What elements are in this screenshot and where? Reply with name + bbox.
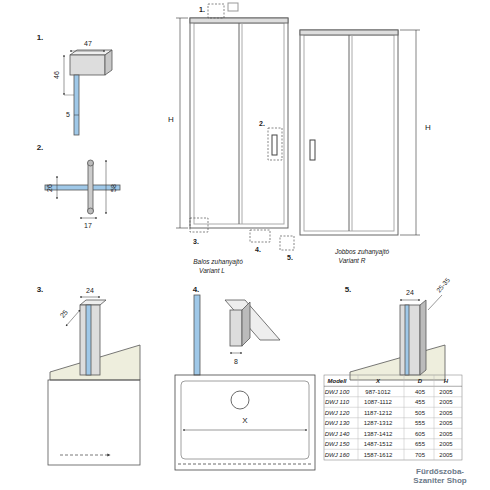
table-cell: 2005 <box>439 399 452 406</box>
table-header: H <box>444 378 448 385</box>
dimension-label: 24 <box>406 289 414 297</box>
callout-number: 3. <box>193 238 199 246</box>
dimension-label: 46 <box>53 71 61 79</box>
door-caption: Variant L <box>199 267 225 274</box>
dimension-label: 25 <box>59 309 70 320</box>
table-cell: DWJ 100 <box>325 388 350 395</box>
dimension-label: X <box>242 417 247 426</box>
table-cell: 2005 <box>439 441 452 448</box>
table-cell: 655 <box>415 441 425 448</box>
table-cell: 605 <box>415 430 425 437</box>
dimension-label: 8 <box>234 358 238 366</box>
table-rule <box>324 428 462 429</box>
table-rule <box>324 449 462 450</box>
dimension-label: 58 <box>110 184 118 192</box>
callout-number: 4. <box>255 246 261 254</box>
table-cell: 987-1012 <box>365 388 390 395</box>
callout-number: 5. <box>287 254 293 262</box>
table-cell: 1487-1512 <box>364 441 393 448</box>
table-cell: 2005 <box>439 388 452 395</box>
table-cell: DWJ 140 <box>325 430 350 437</box>
table-rule <box>324 386 462 387</box>
table-rule <box>434 375 435 460</box>
table-rule <box>324 417 462 418</box>
table-cell: 705 <box>415 451 425 458</box>
table-cell: 2005 <box>439 409 452 416</box>
dimension-label: 17 <box>84 222 92 230</box>
watermark: Fürdőszoba- Szaniter Shop <box>400 468 480 486</box>
dimension-label: H <box>425 124 431 133</box>
table-rule <box>404 375 405 460</box>
dimension-label: 5 <box>66 111 70 119</box>
table-cell: 455 <box>415 399 425 406</box>
door-caption: Balos zuhanyajtó <box>193 258 243 265</box>
table-cell: DWJ 160 <box>325 451 350 458</box>
table-cell: 505 <box>415 409 425 416</box>
table-cell: 405 <box>415 388 425 395</box>
door-caption: Variant R <box>339 257 366 264</box>
door-caption: Jobbos zuhanyajtó <box>335 248 389 255</box>
table-cell: DWJ 110 <box>325 399 349 406</box>
table-cell: DWJ 130 <box>325 420 350 427</box>
table-header: X <box>376 378 380 385</box>
table-cell: 1087-1112 <box>364 399 392 406</box>
callout-number: 5. <box>345 286 352 295</box>
callout-number: 3. <box>37 286 44 295</box>
dimension-label: 26 <box>46 184 54 192</box>
table-rule <box>324 407 462 408</box>
table-rule <box>324 438 462 439</box>
table-rule <box>358 375 359 460</box>
callout-number: 2. <box>37 144 44 153</box>
dimension-label: 24 <box>86 287 94 295</box>
dimension-label: H <box>168 116 174 125</box>
table-header: Modell <box>328 378 347 385</box>
table-header: D <box>418 378 422 385</box>
table-cell: 1287-1312 <box>364 420 393 427</box>
table-cell: 2005 <box>439 430 452 437</box>
dimension-label: 47 <box>84 40 92 48</box>
table-cell: 1187-1212 <box>364 409 392 416</box>
table-cell: DWJ 150 <box>325 441 350 448</box>
table-cell: DWJ 120 <box>325 409 350 416</box>
callout-number: 1. <box>37 34 44 43</box>
table-cell: 555 <box>415 420 425 427</box>
callout-number: 2. <box>259 120 265 128</box>
table-rule <box>324 396 462 397</box>
callout-number: 1. <box>199 6 205 14</box>
table-cell: 1587-1612 <box>364 451 393 458</box>
dimension-label: 25-35 <box>435 276 451 293</box>
table-cell: 2005 <box>439 451 452 458</box>
table-cell: 2005 <box>439 420 452 427</box>
callout-number: 4. <box>193 286 200 295</box>
table-cell: 1387-1412 <box>364 430 393 437</box>
